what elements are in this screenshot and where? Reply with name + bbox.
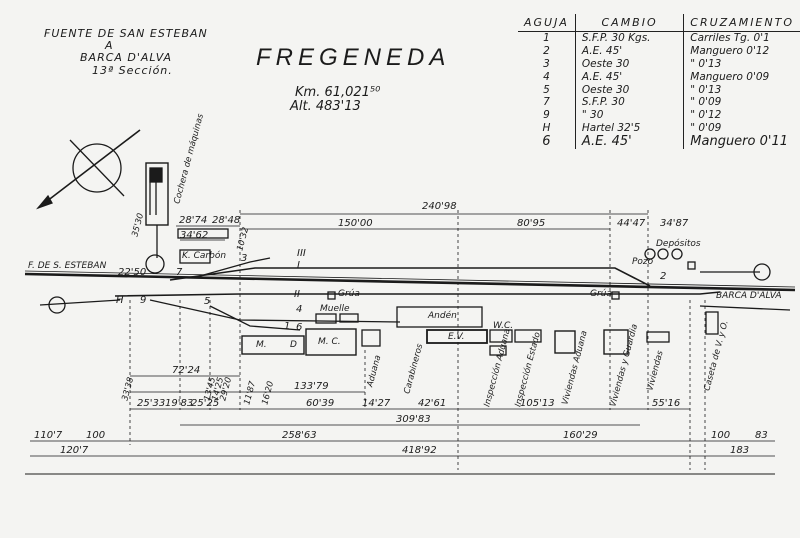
label-mc: M. C. xyxy=(318,337,341,347)
legend-header-aguja: AGUJA xyxy=(518,14,576,32)
label-right-station: BARCA D'ALVA xyxy=(716,291,782,301)
dim-83: 83 xyxy=(755,430,768,441)
dim-60-39: 60'39 xyxy=(306,398,335,409)
dim-110-7: 110'7 xyxy=(34,430,63,441)
dim-183: 183 xyxy=(730,445,750,456)
section-line-3: BARCA D'ALVA xyxy=(80,51,173,64)
dim-72-24: 72'24 xyxy=(172,365,201,376)
dim-14-27: 14'27 xyxy=(362,398,391,409)
dim-309-83: 309'83 xyxy=(396,414,431,425)
switch-7: 7 xyxy=(176,267,183,278)
switch-2: 2 xyxy=(660,271,667,282)
switch-6: 6 xyxy=(296,322,303,333)
legend-header-cruzamiento: CRUZAMIENTO xyxy=(683,14,800,32)
section-line-1: FUENTE DE SAN ESTEBAN xyxy=(44,27,208,40)
dim-105-13: 105'13 xyxy=(520,398,555,409)
label-grua: Grúa xyxy=(338,289,360,299)
station-altitude: Alt. 483'13 xyxy=(290,99,361,114)
dim-150-00: 150'00 xyxy=(338,218,373,229)
dim-133-79: 133'79 xyxy=(294,381,329,392)
switch-4: 4 xyxy=(296,304,303,315)
switch-9: 9 xyxy=(140,295,147,306)
track-label-ii: II xyxy=(294,289,300,300)
label-anden: Andén xyxy=(428,311,457,321)
label-left-station: F. DE S. ESTEBAN xyxy=(28,261,107,271)
label-d: D xyxy=(290,340,297,350)
label-wc: W.C. xyxy=(493,321,514,331)
label-muelle: Muelle xyxy=(320,304,350,314)
label-ev: E.V. xyxy=(448,332,465,342)
dim-22-50: 22'50 xyxy=(118,267,147,278)
track-label-iii: III xyxy=(297,248,306,259)
dim-42-61: 42'61 xyxy=(418,398,447,409)
north-arrow-icon xyxy=(35,129,141,210)
section-line-2: A xyxy=(105,39,114,52)
dim-160-29: 160'29 xyxy=(563,430,598,441)
dim-240-98: 240'98 xyxy=(422,201,457,212)
dim-19-83: 19'83 xyxy=(165,398,194,409)
dim-120-7: 120'7 xyxy=(60,445,89,456)
switch-1: 1 xyxy=(284,321,291,332)
label-m: M. xyxy=(256,340,267,350)
station-title: FREGENEDA xyxy=(256,44,451,71)
dim-80-95: 80'95 xyxy=(517,218,546,229)
label-deposito: Depósitos xyxy=(656,239,701,249)
dim-418-92: 418'92 xyxy=(402,445,437,456)
switch-5: 5 xyxy=(204,296,211,307)
dim-55-16: 55'16 xyxy=(652,398,681,409)
switch-h: H xyxy=(116,295,124,306)
dim-25-25: 25'25 xyxy=(191,398,220,409)
legend-row: 9" 30" 0'12 xyxy=(518,108,800,122)
dim-34-87: 34'87 xyxy=(660,218,689,229)
dim-28-74: 28'74 xyxy=(179,215,208,226)
dim-100-left: 100 xyxy=(86,430,106,441)
dim-44-47: 44'47 xyxy=(617,218,646,229)
dim-28-48: 28'48 xyxy=(212,215,241,226)
legend-header-cambio: CAMBIO xyxy=(575,14,685,32)
dim-100-right: 100 xyxy=(711,430,731,441)
switch-3: 3 xyxy=(241,253,248,264)
label-kcarbon: K. Carbón xyxy=(182,251,227,261)
section-line-4: 13ª Sección. xyxy=(92,64,173,77)
dim-34-62: 34'62 xyxy=(180,230,209,241)
station-km: Km. 61,021⁵⁰ xyxy=(295,85,381,100)
label-pozo: Pozo xyxy=(632,257,654,267)
dim-25-33: 25'33 xyxy=(137,398,166,409)
track-label-i: I xyxy=(297,260,300,271)
dim-258-63: 258'63 xyxy=(282,430,317,441)
label-grua-2: Grúa xyxy=(590,289,612,299)
